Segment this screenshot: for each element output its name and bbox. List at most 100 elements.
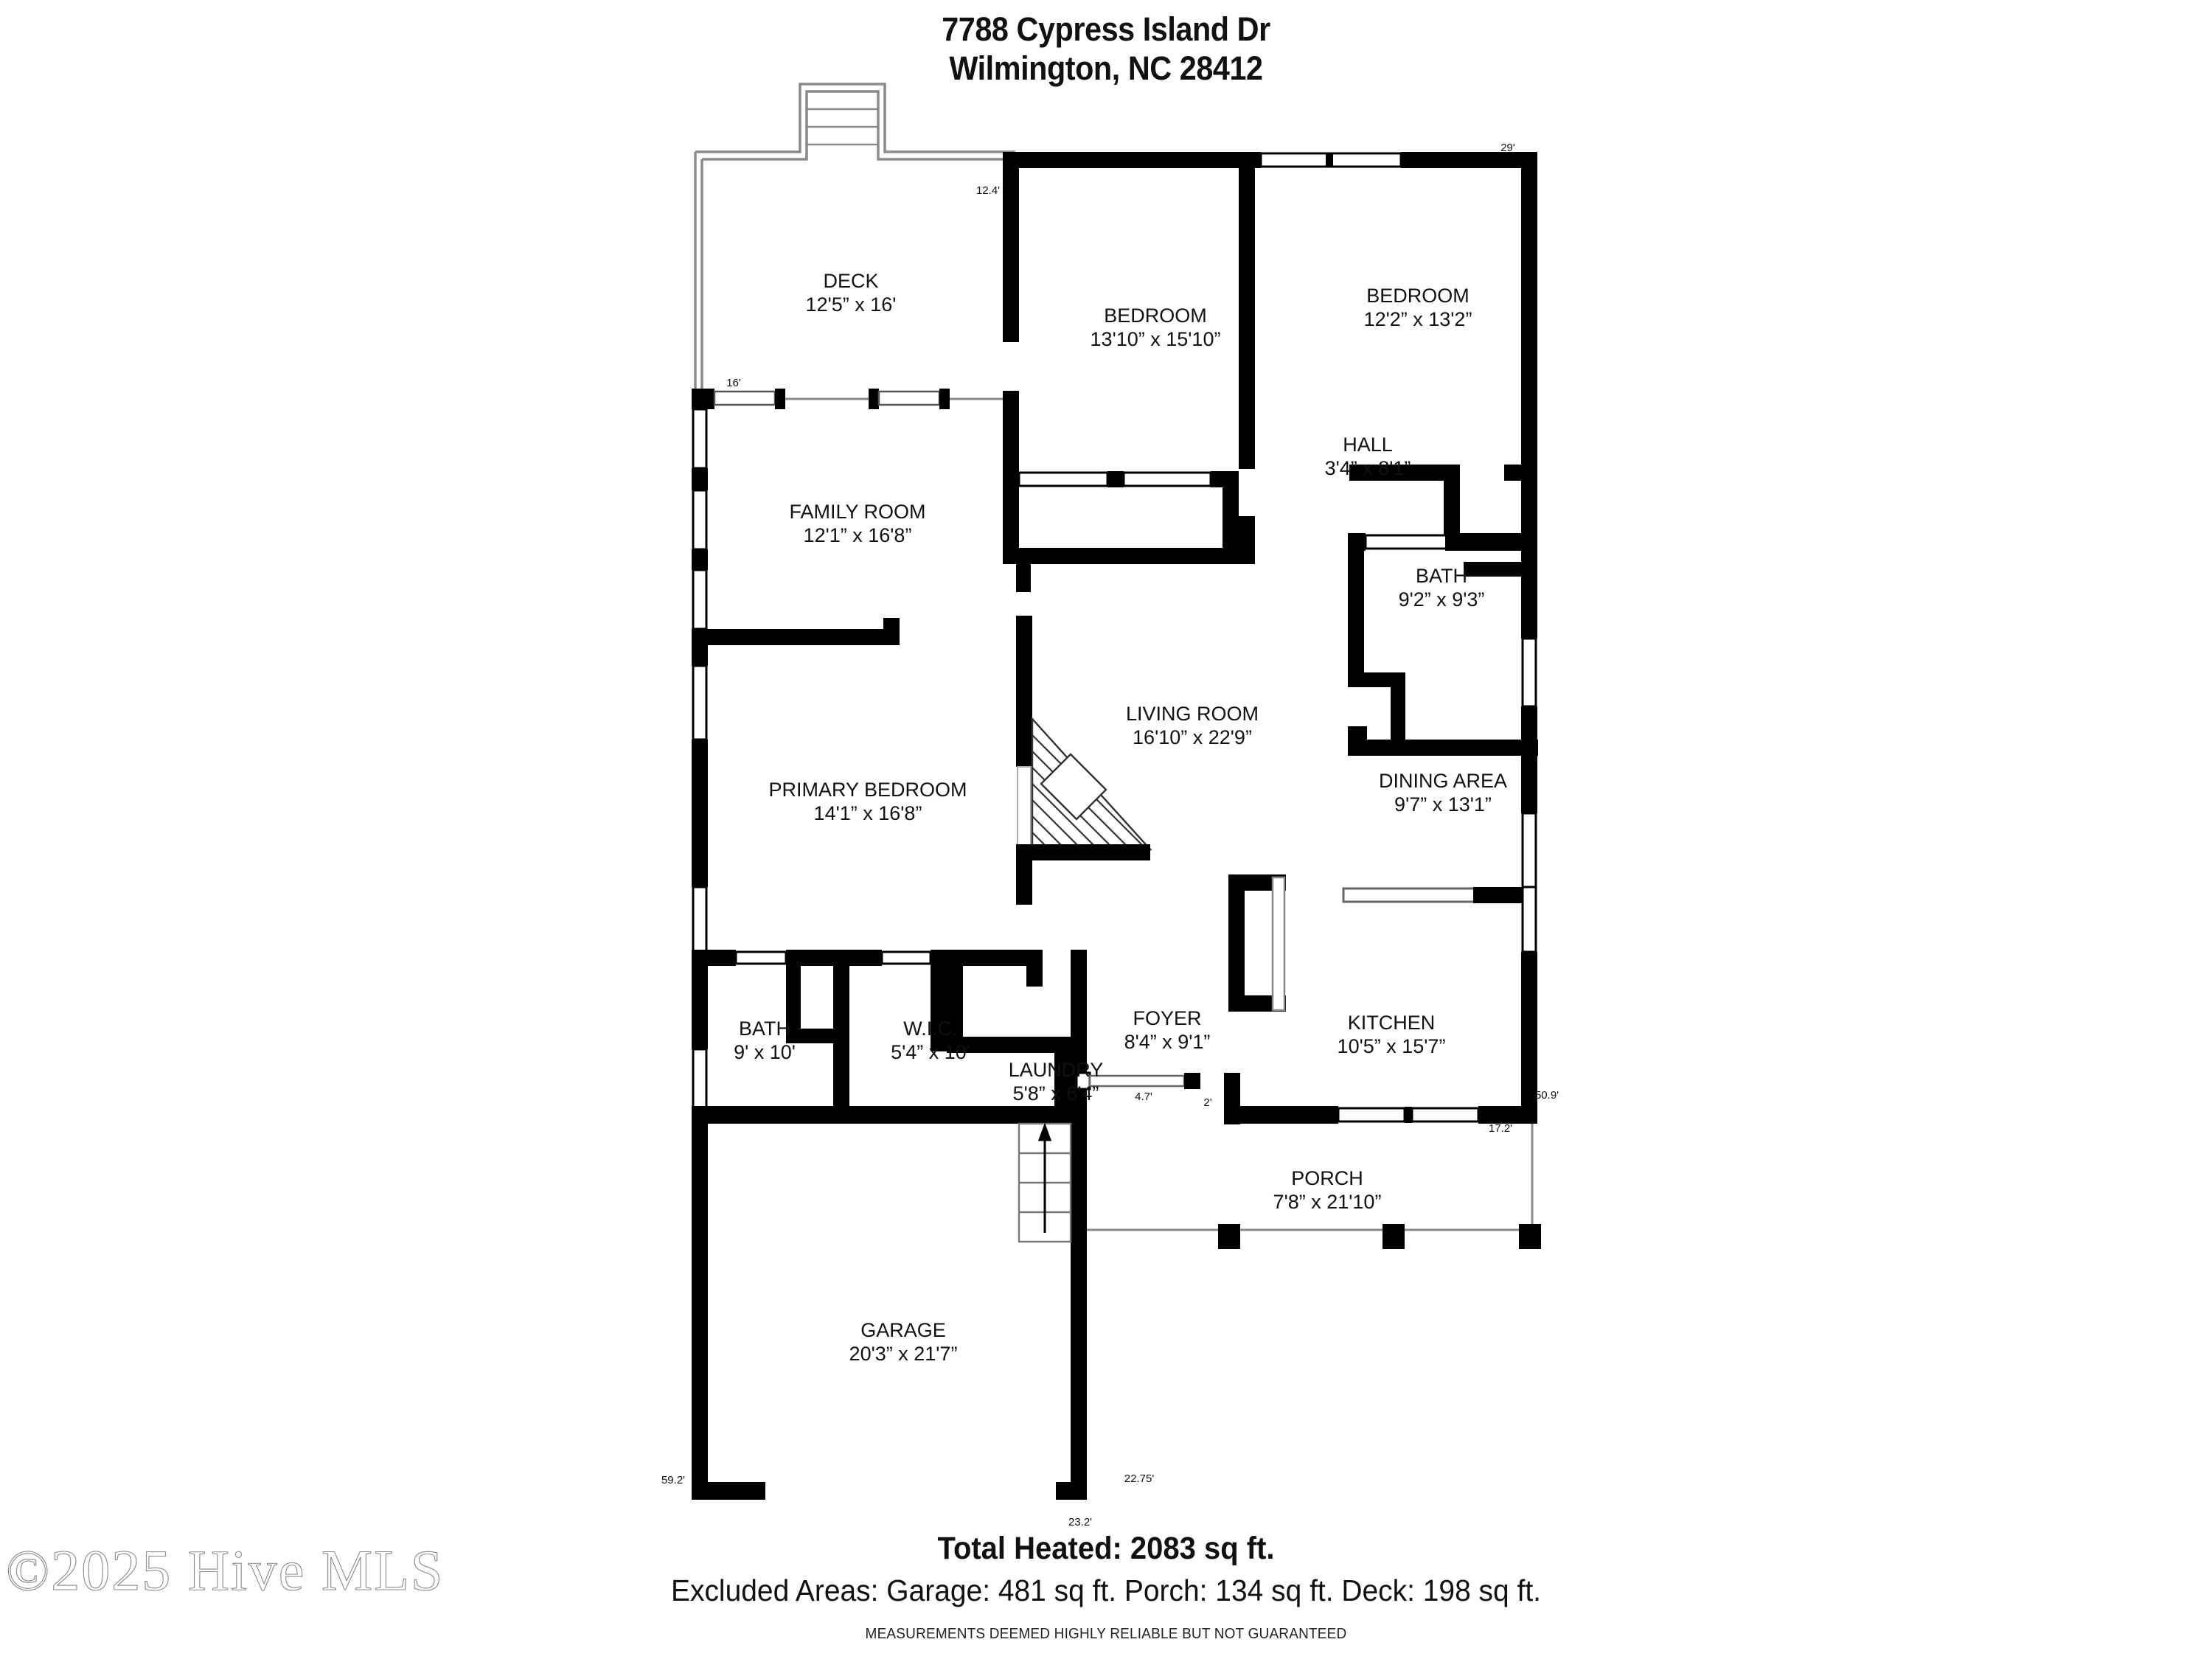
window-mullion-bedroom2 (1326, 153, 1333, 167)
room-name: HALL (1343, 434, 1393, 456)
door-primary-to-wic (880, 950, 932, 965)
dim-deck-bottom: 16' (726, 377, 741, 389)
room-dimensions: 12'2” x 13'2” (1364, 308, 1472, 330)
wall-closet-b1-bottom (1003, 548, 1255, 564)
room-dimensions: 7'8” x 21'10” (1273, 1191, 1382, 1213)
wall-right-upper (1521, 152, 1537, 639)
room-dimensions: 9'2” x 9'3” (1399, 588, 1485, 611)
window-primary-left-1 (692, 664, 708, 741)
room-name: PORCH (1291, 1167, 1363, 1189)
window-family-left-2 (692, 489, 708, 551)
wall-hall-top-right (1504, 465, 1537, 481)
room-name: BATH (1416, 565, 1467, 587)
window-primary-left-2 (692, 886, 708, 955)
living-room-corner-detail (1031, 716, 1152, 851)
porch-column-3 (1519, 1224, 1541, 1249)
wall-bath2-nook-left (786, 966, 801, 1043)
room-name: FAMILY ROOM (789, 501, 925, 523)
window-family-left-1 (692, 408, 708, 470)
wall-dining-counter-end (1473, 887, 1523, 903)
deck-door-left (713, 390, 776, 406)
wall-laundry-top (947, 1037, 1026, 1053)
window-kitchen-bottom-b (1411, 1107, 1480, 1123)
wall-bath2-nook-bottom (786, 1029, 849, 1043)
deck-outline-group (694, 83, 1015, 409)
room-name: KITCHEN (1348, 1012, 1436, 1034)
wall-foyer-left-lower (1071, 1124, 1087, 1304)
room-name: LIVING ROOM (1126, 703, 1259, 725)
deck-post-mid-right (869, 389, 879, 409)
wall-bath-left (1348, 551, 1364, 672)
dim-top-right: 29' (1500, 142, 1515, 154)
wall-left-seg-4 (692, 740, 708, 887)
wall-foyer-closet-bottom (1228, 995, 1286, 1012)
dim-foyer: 2' (1203, 1096, 1211, 1109)
dim-garage-right: 22.75' (1124, 1472, 1155, 1485)
dim-deck-right: 12.4' (976, 184, 1000, 197)
disclaimer-text: MEASUREMENTS DEEMED HIGHLY RELIABLE BUT … (865, 1626, 1347, 1642)
room-name: PRIMARY BEDROOM (768, 779, 967, 801)
wall-closet-b1-right (1222, 471, 1239, 564)
room-dimensions: 8'4” x 9'1” (1124, 1031, 1211, 1053)
wall-bedroom1-left-upper (1003, 152, 1019, 342)
room-name: GARAGE (860, 1319, 946, 1341)
address-line-2: Wilmington, NC 28412 (949, 49, 1263, 87)
closet-door-foyer (1271, 876, 1286, 1012)
wall-garage-top-right (1019, 1106, 1071, 1124)
room-dimensions: 20'3” x 21'7” (849, 1343, 958, 1365)
window-kitchen-bottom-a (1337, 1107, 1406, 1123)
opening-foyer-laundry (1088, 1074, 1186, 1088)
excluded-areas-text: Excluded Areas: Garage: 481 sq ft. Porch… (671, 1573, 1541, 1607)
address-line-1: 7788 Cypress Island Dr (942, 10, 1270, 48)
wall-foyer-closet-left (1228, 874, 1245, 1011)
room-name: BEDROOM (1366, 285, 1470, 307)
page-title: 7788 Cypress Island Dr Wilmington, NC 28… (0, 10, 2212, 88)
room-dimensions: 12'5” x 16' (806, 293, 897, 316)
wall-laundry-corner (1026, 1037, 1071, 1053)
wall-left-corner-top (692, 389, 708, 409)
room-dimensions: 16'10” x 22'9” (1133, 726, 1252, 748)
wall-living-left-upper (1016, 616, 1032, 767)
wall-family-divider-stub (883, 618, 900, 645)
wall-bedroom1-right-upper (1239, 152, 1255, 469)
footer-summary: Total Heated: 2083 sq ft. Excluded Areas… (0, 1530, 2212, 1610)
wall-right-mid (1521, 706, 1537, 813)
wall-right-lower (1521, 952, 1537, 1121)
wall-closet-b1-left (1003, 472, 1019, 564)
garage-stairs-arrow (1037, 1122, 1052, 1233)
wall-wic-right-upper (931, 950, 947, 1038)
wall-living-left-lower (1016, 849, 1032, 905)
porch-outline-group (1087, 1124, 1541, 1249)
window-mullion-kitchen (1405, 1107, 1412, 1123)
dim-garage-bot: 23.2' (1068, 1516, 1092, 1528)
deck-post-mid-left (775, 389, 785, 409)
dim-left-long: 59.2' (661, 1474, 685, 1486)
wall-top-bedroom1 (1003, 152, 1246, 168)
deck-post-right (939, 389, 950, 409)
room-name: FOYER (1133, 1007, 1201, 1029)
counter-dining (1342, 887, 1476, 903)
room-name: BEDROOM (1104, 305, 1207, 327)
wall-bath-nook-right (1391, 672, 1405, 742)
wall-hall-right (1444, 465, 1460, 549)
door-hall-to-bath (1364, 534, 1448, 550)
room-name: DECK (823, 270, 878, 292)
wall-foyer-left-upper (1071, 950, 1087, 1124)
wall-left-garage (692, 1112, 708, 1495)
wall-wic-right-lower (931, 1023, 947, 1051)
window-bath-right (1521, 637, 1537, 708)
wall-foyer-door-jamb (1184, 1073, 1200, 1089)
wall-top-bedroom2 (1401, 152, 1537, 168)
wall-hall-corner (1348, 533, 1366, 551)
wall-laundry-right (1054, 1040, 1071, 1121)
room-dimensions: 9' x 10' (734, 1041, 796, 1063)
